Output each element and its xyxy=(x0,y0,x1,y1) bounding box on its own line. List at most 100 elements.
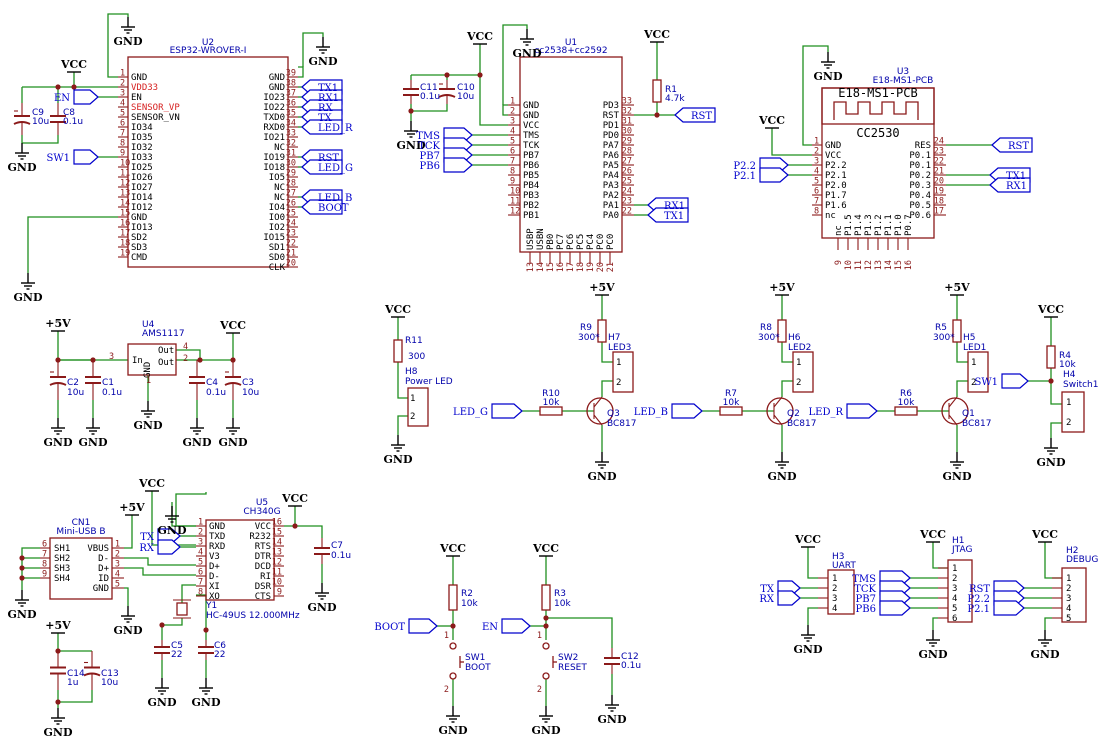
power-symbol: +5V xyxy=(119,501,145,514)
pin-number: 4 xyxy=(510,127,515,137)
u3-rst-label: RST xyxy=(1008,141,1029,152)
pin-number: 26 xyxy=(286,199,296,209)
h8-value: Power LED xyxy=(405,377,453,387)
gnd-power-symbol: GND xyxy=(384,453,413,466)
r1-ref: R1 xyxy=(665,85,677,95)
gnd-power-symbol: GND xyxy=(794,643,823,656)
bjt-value: BC817 xyxy=(607,419,636,429)
bjt-ref: Q1 xyxy=(962,409,975,419)
pin-number: 11 xyxy=(120,169,130,179)
h1-label: TMS xyxy=(852,574,876,585)
pin-name: DSR xyxy=(255,582,272,592)
pin-name: In xyxy=(132,356,143,366)
pin-name: TXD0 xyxy=(263,113,285,123)
pin-number: 20 xyxy=(596,262,606,272)
pin-name: CLK xyxy=(269,263,286,273)
pin-number: 9 xyxy=(42,570,47,580)
u1-rx1-label: RX1 xyxy=(664,201,685,212)
pin-number: 19 xyxy=(120,249,130,259)
wire xyxy=(802,45,829,146)
junction-dot xyxy=(543,623,549,629)
r1-value: 4.7k xyxy=(665,94,685,104)
wire xyxy=(22,135,59,144)
pin-name: P0.1 xyxy=(909,151,931,161)
header-pin-number: 1 xyxy=(1066,398,1071,408)
pin-name: RTS xyxy=(255,542,271,552)
pin-name: P0.7 xyxy=(904,214,914,236)
header-pin-number: 1 xyxy=(832,574,837,584)
pin-number: 1 xyxy=(814,137,819,147)
header-pin-number: 3 xyxy=(1066,594,1071,604)
pin-name: CTS xyxy=(255,592,271,602)
pin-number: 12 xyxy=(510,207,520,217)
pin-name: P1.0 xyxy=(894,214,904,236)
pin-name: PC6 xyxy=(566,234,576,250)
pin-name: PC0 xyxy=(606,234,616,250)
wire xyxy=(298,66,304,78)
gnd-power-symbol: GND xyxy=(192,696,221,709)
pin-number: 27 xyxy=(286,189,296,199)
wire xyxy=(479,44,508,126)
pin-number: 37 xyxy=(286,89,296,99)
pin-name: P0.1 xyxy=(909,161,931,171)
wire xyxy=(932,617,938,630)
pin-name: PA5 xyxy=(603,161,619,171)
h2-debug-header xyxy=(1061,567,1087,623)
pin-name: PA4 xyxy=(603,171,619,181)
pin-name: GND xyxy=(825,141,841,151)
pin-number: 2 xyxy=(120,79,125,89)
u5-ref: U5 xyxy=(256,498,268,508)
switch-contact xyxy=(449,672,457,680)
wire xyxy=(593,414,603,426)
pin-number: 6 xyxy=(198,568,203,578)
wire xyxy=(107,13,129,78)
led-res-value: 300* xyxy=(933,333,955,343)
header-pin-number: 2 xyxy=(832,584,837,594)
wire xyxy=(807,547,818,579)
wire xyxy=(124,557,196,566)
u1-rst-label xyxy=(674,107,716,123)
pin-number: 8 xyxy=(814,207,819,217)
r11-resistor xyxy=(393,339,403,363)
pin-name: P0.5 xyxy=(909,201,931,211)
pin-number: 22 xyxy=(286,239,296,249)
pin-name: NC xyxy=(274,193,285,203)
wire xyxy=(1044,617,1052,630)
pin-name: PC7 xyxy=(556,234,566,250)
cn1-value: Mini-USB B xyxy=(56,527,105,537)
header-pin-number: 1 xyxy=(410,394,415,404)
header-pin-number: 5 xyxy=(1066,614,1071,624)
pullup-value: 10k xyxy=(554,599,571,609)
pin-number: 23 xyxy=(622,197,632,207)
pin-number: 17 xyxy=(934,207,944,217)
pin-name: GND xyxy=(93,584,109,594)
junction-dot xyxy=(450,623,456,629)
wire xyxy=(546,617,613,648)
gnd-power-symbol: GND xyxy=(309,55,338,68)
pin-number: 5 xyxy=(115,580,120,590)
pin-number: 24 xyxy=(934,137,944,147)
h3-value: UART xyxy=(832,561,856,571)
pin-name: P1.5 xyxy=(844,214,854,236)
pin-name: IO0 xyxy=(269,213,285,223)
junction-dot xyxy=(444,72,450,78)
u2-ref: U2 xyxy=(202,38,214,48)
pin-name: NC xyxy=(274,143,285,153)
pin-name: SH4 xyxy=(54,574,70,584)
header-pin-number: 1 xyxy=(1066,574,1071,584)
wire xyxy=(196,594,207,630)
gnd-power-symbol: GND xyxy=(943,470,972,483)
u2-net-label-led_b: LED_B xyxy=(318,193,352,204)
pin-name: IO25 xyxy=(131,163,153,173)
pin-name: IO23 xyxy=(263,93,285,103)
switch-pin-number: 2 xyxy=(444,685,449,695)
pin-name: P1.6 xyxy=(825,201,847,211)
pin-number: 1 xyxy=(198,518,203,528)
base-resistor xyxy=(539,406,563,416)
power-symbol: +5V xyxy=(769,281,795,294)
header-pin-number: 2 xyxy=(952,574,957,584)
switch-value: RESET xyxy=(558,663,587,673)
switch-contact xyxy=(542,642,550,650)
pin-name: GND xyxy=(523,111,539,121)
